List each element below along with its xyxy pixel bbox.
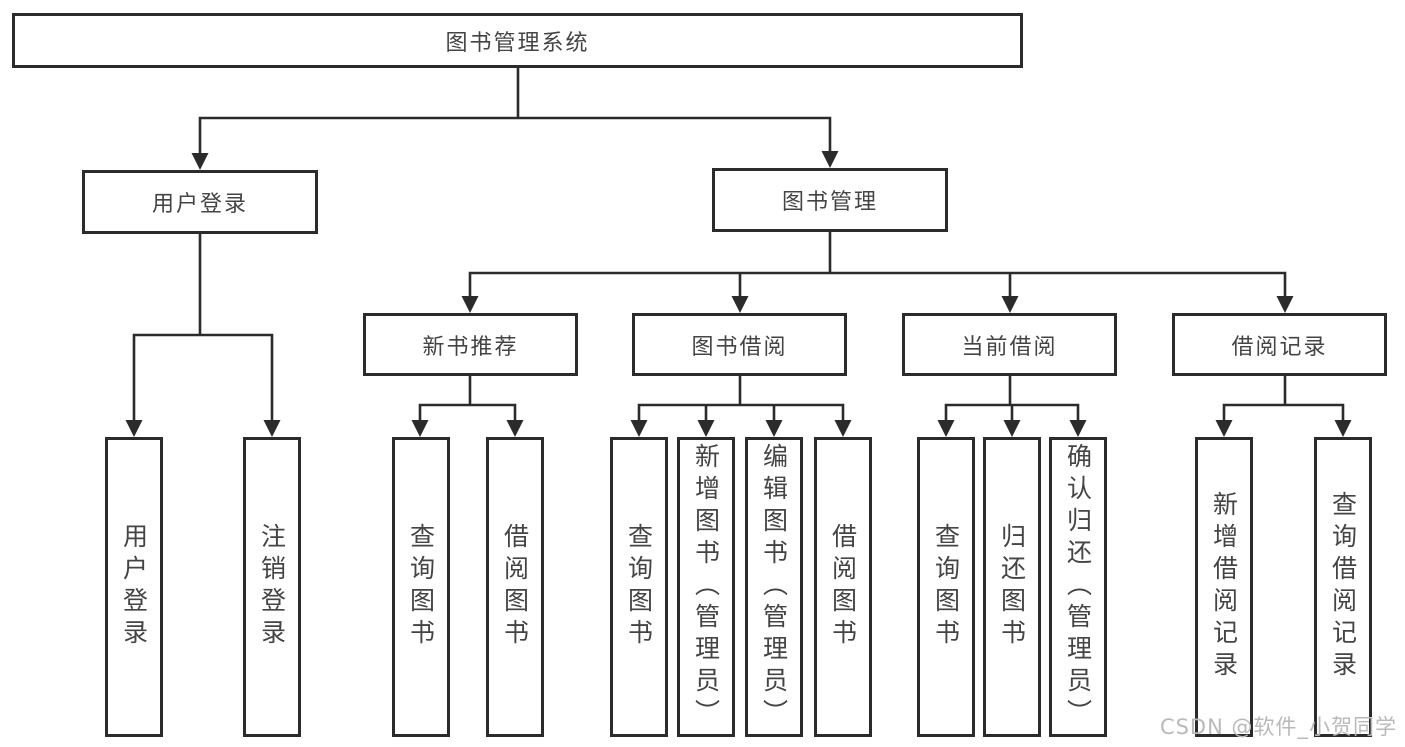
node-leaf-query-books-1-label: 查询图书 [406, 523, 436, 651]
connector-user-login-children [125, 232, 281, 437]
node-leaf-query-books-1: 查询图书 [392, 437, 450, 737]
node-book-management: 图书管理 [712, 168, 948, 232]
node-leaf-confirm-return-admin: 确认归还（管理员） [1049, 437, 1107, 737]
node-book-borrow: 图书借阅 [632, 313, 847, 376]
arrow-down-icon [765, 420, 783, 437]
arrow-down-icon [937, 420, 955, 437]
node-leaf-return-books: 归还图书 [983, 437, 1041, 737]
arrow-down-icon [821, 151, 839, 168]
arrow-down-icon [1069, 420, 1087, 437]
arrow-down-icon [1001, 296, 1019, 313]
arrow-down-icon [834, 420, 852, 437]
node-leaf-user-login-label: 用户登录 [119, 523, 149, 651]
arrow-down-icon [461, 296, 479, 313]
node-current-borrow: 当前借阅 [902, 313, 1117, 376]
node-library-management-system-label: 图书管理系统 [445, 30, 590, 56]
watermark: CSDN @软件_小贺同学 [1159, 715, 1397, 739]
arrow-down-icon [697, 420, 715, 437]
arrow-down-icon [1003, 420, 1021, 437]
arrow-down-icon [731, 296, 749, 313]
node-user-login-label: 用户登录 [151, 192, 248, 217]
node-leaf-query-borrow-record: 查询借阅记录 [1314, 437, 1372, 737]
connector-borrow-records-children [1215, 374, 1352, 437]
arrow-down-icon [506, 420, 524, 437]
node-leaf-query-books-3-label: 查询图书 [931, 523, 961, 651]
arrow-down-icon [1276, 296, 1294, 313]
connector-book-borrow-children [630, 374, 852, 437]
node-leaf-edit-books-admin-label: 编辑图书（管理员） [759, 443, 789, 731]
node-leaf-add-books-admin: 新增图书（管理员） [677, 437, 735, 737]
node-current-borrow-label: 当前借阅 [961, 334, 1058, 360]
node-new-book-recommend: 新书推荐 [363, 313, 578, 376]
node-book-borrow-label: 图书借阅 [691, 334, 788, 360]
connector-root-to-level2 [191, 66, 839, 170]
connector-current-borrow-children [937, 374, 1087, 437]
node-leaf-borrow-books-1-label: 借阅图书 [500, 523, 530, 651]
node-leaf-logout-label: 注销登录 [257, 523, 287, 651]
node-leaf-borrow-books-1: 借阅图书 [486, 437, 544, 737]
node-leaf-edit-books-admin: 编辑图书（管理员） [745, 437, 803, 737]
node-leaf-borrow-books-2: 借阅图书 [814, 437, 872, 737]
node-borrow-records-label: 借阅记录 [1231, 334, 1328, 360]
arrow-down-icon [630, 420, 648, 437]
arrow-down-icon [1334, 420, 1352, 437]
connector-book-management-children [461, 230, 1294, 313]
node-borrow-records: 借阅记录 [1172, 313, 1387, 376]
node-leaf-query-books-2: 查询图书 [610, 437, 668, 737]
node-book-management-label: 图书管理 [781, 190, 878, 215]
node-user-login: 用户登录 [82, 170, 318, 234]
arrow-down-icon [125, 420, 143, 437]
node-leaf-add-borrow-record-label: 新增借阅记录 [1209, 491, 1239, 683]
node-leaf-logout: 注销登录 [243, 437, 301, 737]
node-leaf-return-books-label: 归还图书 [997, 523, 1027, 651]
node-leaf-add-borrow-record: 新增借阅记录 [1195, 437, 1253, 737]
arrow-down-icon [1215, 420, 1233, 437]
arrow-down-icon [191, 153, 209, 170]
node-leaf-query-books-3: 查询图书 [917, 437, 975, 737]
node-leaf-query-books-2-label: 查询图书 [624, 523, 654, 651]
node-leaf-borrow-books-2-label: 借阅图书 [828, 523, 858, 651]
node-library-management-system: 图书管理系统 [12, 13, 1023, 68]
node-leaf-user-login: 用户登录 [105, 437, 163, 737]
node-leaf-add-books-admin-label: 新增图书（管理员） [691, 443, 721, 731]
connector-new-book-children [411, 374, 524, 437]
node-leaf-confirm-return-admin-label: 确认归还（管理员） [1063, 443, 1093, 731]
arrow-down-icon [411, 420, 429, 437]
node-new-book-recommend-label: 新书推荐 [422, 334, 519, 360]
node-leaf-query-borrow-record-label: 查询借阅记录 [1328, 491, 1358, 683]
arrow-down-icon [263, 420, 281, 437]
